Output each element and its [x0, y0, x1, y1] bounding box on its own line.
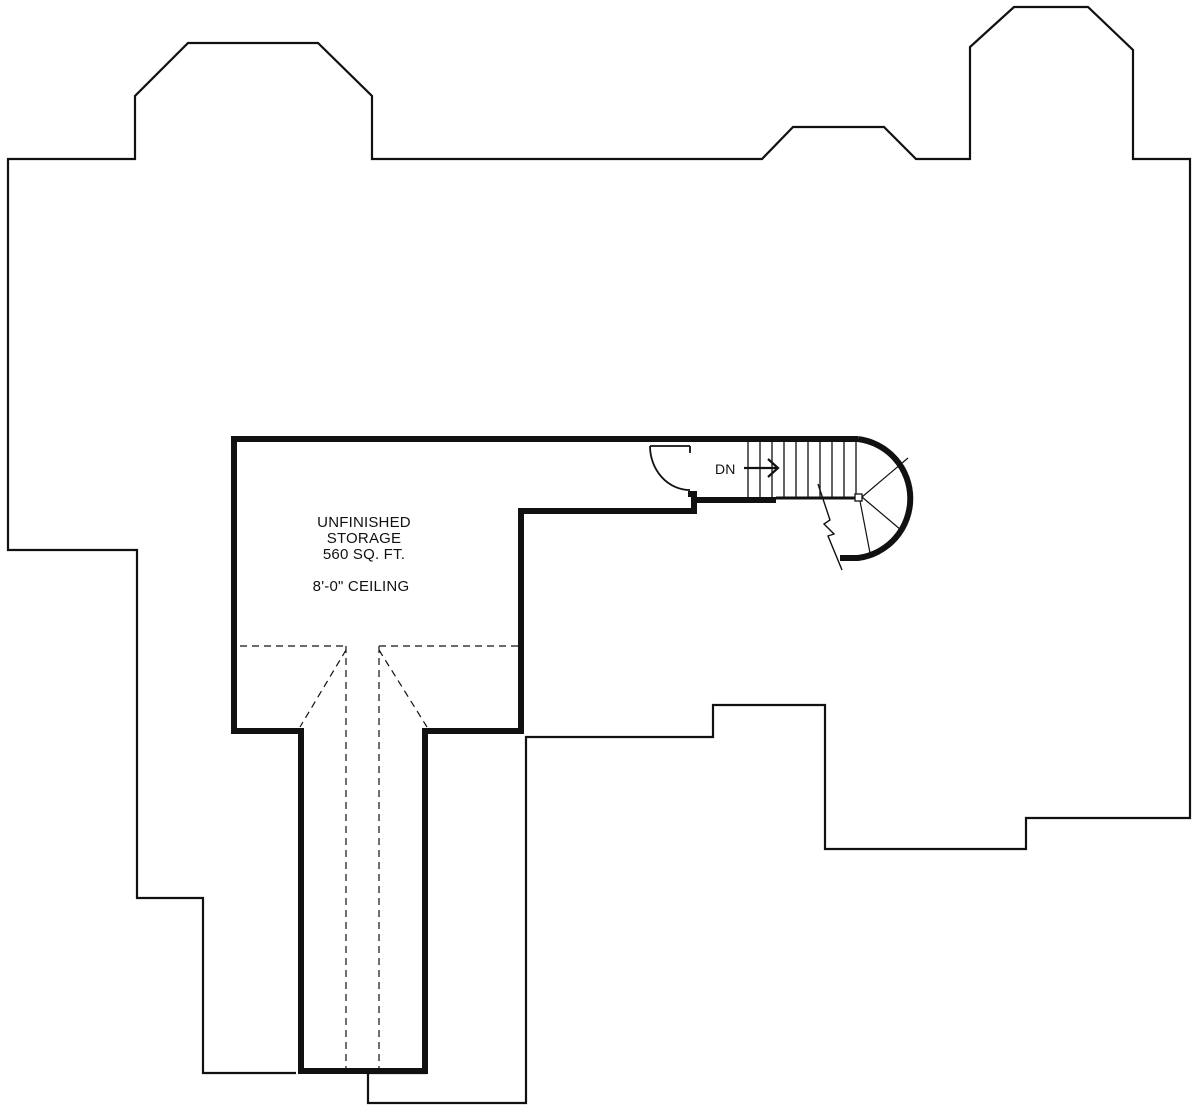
door: [649, 445, 691, 491]
dashed-lines: [240, 645, 518, 1068]
room-area: 560 SQ. FT.: [323, 546, 405, 563]
building-outline: [6, 5, 1192, 1105]
ceiling-height: 8'-0" CEILING: [313, 578, 410, 595]
curved-stair-wall: [840, 436, 914, 561]
dashed-diagonal-left: [299, 649, 347, 728]
storage-walls: [231, 436, 914, 1074]
dashed-diagonal-right: [378, 649, 428, 728]
room-name-line1: UNFINISHED: [317, 514, 411, 531]
room-name-line2: STORAGE: [327, 530, 401, 547]
outline-left: [6, 5, 1192, 1105]
stair-direction-label: DN: [715, 461, 736, 477]
door-swing-arc: [649, 445, 691, 491]
stair-rail: [776, 457, 909, 554]
stair-break-line: [817, 483, 843, 571]
arrow-right-icon: [744, 458, 780, 478]
storage-wall-main: [231, 436, 697, 1074]
